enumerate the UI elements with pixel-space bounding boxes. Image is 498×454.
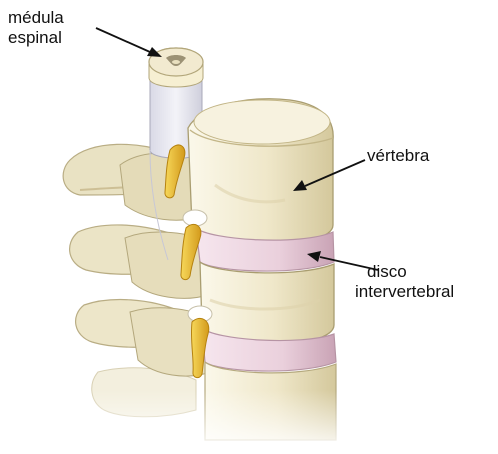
label-spinal-cord: médula espinal <box>8 8 64 48</box>
label-disc-line2: intervertebral <box>355 282 454 302</box>
label-vertebra: vértebra <box>367 146 429 166</box>
label-spinal-cord-line2: espinal <box>8 28 64 48</box>
vertebra-body-upper <box>188 99 333 244</box>
label-disc-line1: disco <box>355 262 454 282</box>
vertebra-body-middle <box>200 262 334 345</box>
arrow-spinal-cord <box>96 28 162 57</box>
label-spinal-cord-line1: médula <box>8 8 64 28</box>
label-intervertebral-disc: disco intervertebral <box>355 262 454 302</box>
